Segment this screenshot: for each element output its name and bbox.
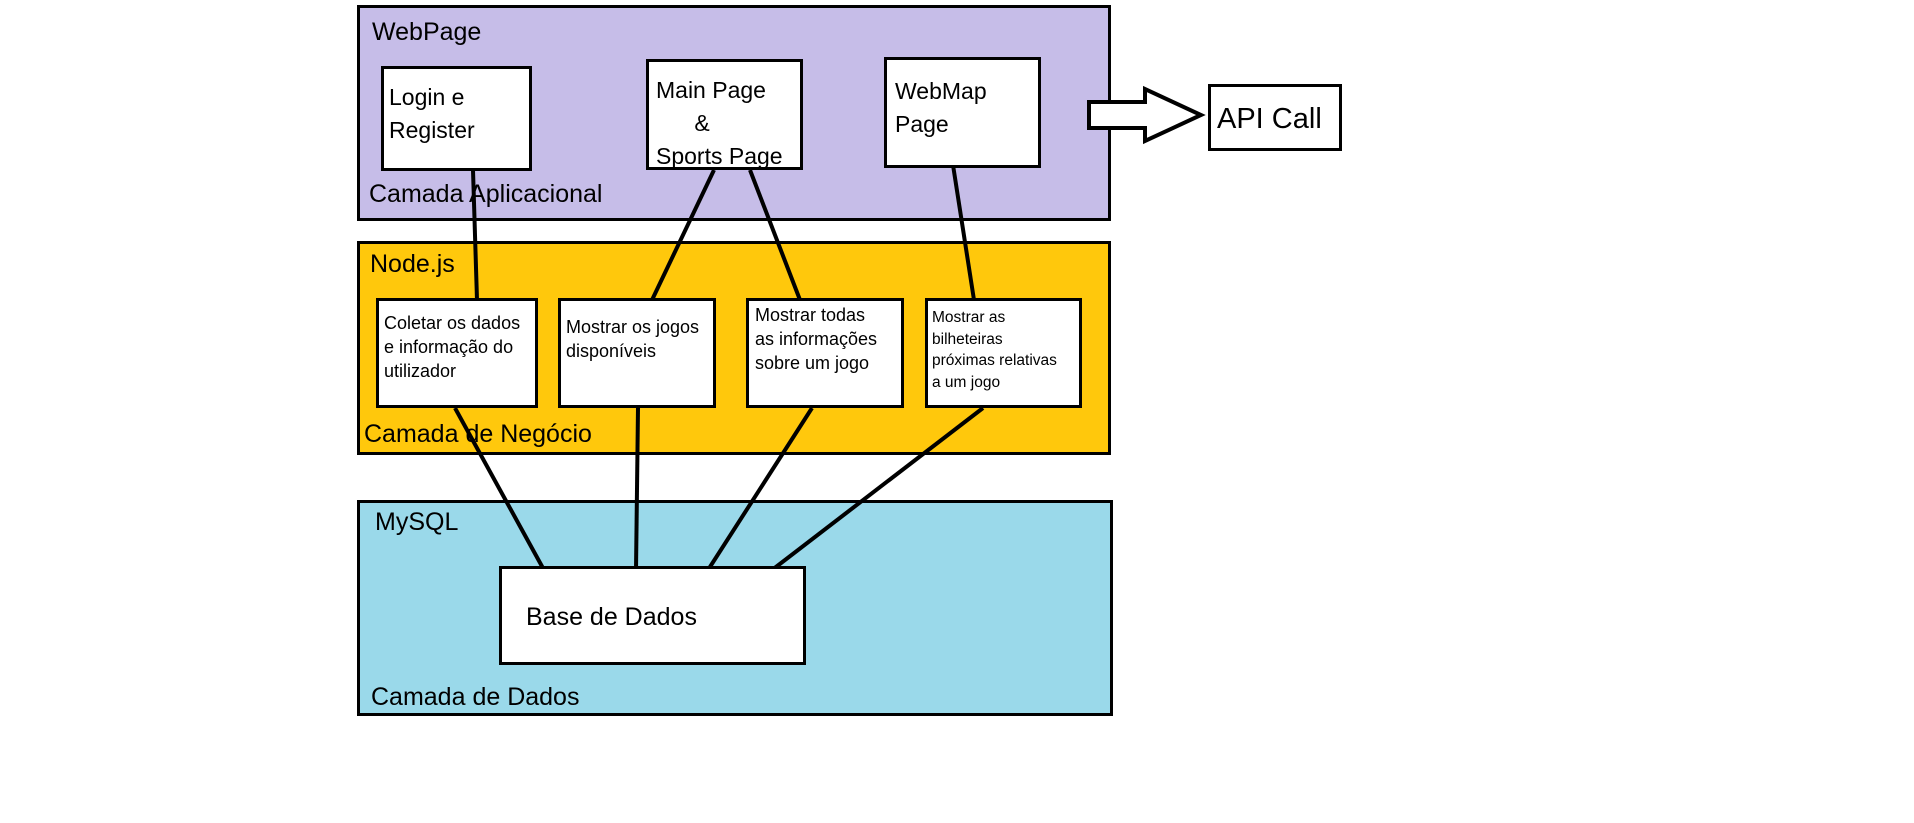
data-layer-caption: Camada de Dados xyxy=(371,683,580,711)
application-layer-title: WebPage xyxy=(372,18,482,46)
api-call-label: API Call xyxy=(1217,103,1322,135)
webmap-page-label: WebMap Page xyxy=(895,78,987,137)
show-ticket-offices-label: Mostrar as bilheteiras próximas relativa… xyxy=(932,309,1057,391)
main-sports-page-label: Main Page & Sports Page xyxy=(656,77,783,169)
collect-user-data-box: Coletar os dados e informação do utiliza… xyxy=(376,298,538,408)
database-box: Base de Dados xyxy=(499,566,806,665)
data-layer-title: MySQL xyxy=(375,508,459,536)
webmap-page-box: WebMap Page xyxy=(884,57,1041,168)
login-register-box: Login e Register xyxy=(381,66,532,171)
show-game-info-label: Mostrar todas as informações sobre um jo… xyxy=(755,305,878,373)
database-label: Base de Dados xyxy=(526,603,697,631)
collect-user-data-label: Coletar os dados e informação do utiliza… xyxy=(384,313,521,381)
api-call-box: API Call xyxy=(1208,84,1342,151)
business-layer-caption: Camada de Negócio xyxy=(364,420,592,448)
show-game-info-box: Mostrar todas as informações sobre um jo… xyxy=(746,298,904,408)
application-layer-caption: Camada Aplicacional xyxy=(369,180,603,208)
show-available-games-box: Mostrar os jogos disponíveis xyxy=(558,298,716,408)
main-sports-page-box: Main Page & Sports Page xyxy=(646,59,803,170)
login-register-label: Login e Register xyxy=(389,84,475,143)
business-layer-title: Node.js xyxy=(370,250,455,278)
show-available-games-label: Mostrar os jogos disponíveis xyxy=(566,317,700,361)
show-ticket-offices-box: Mostrar as bilheteiras próximas relativa… xyxy=(925,298,1082,408)
